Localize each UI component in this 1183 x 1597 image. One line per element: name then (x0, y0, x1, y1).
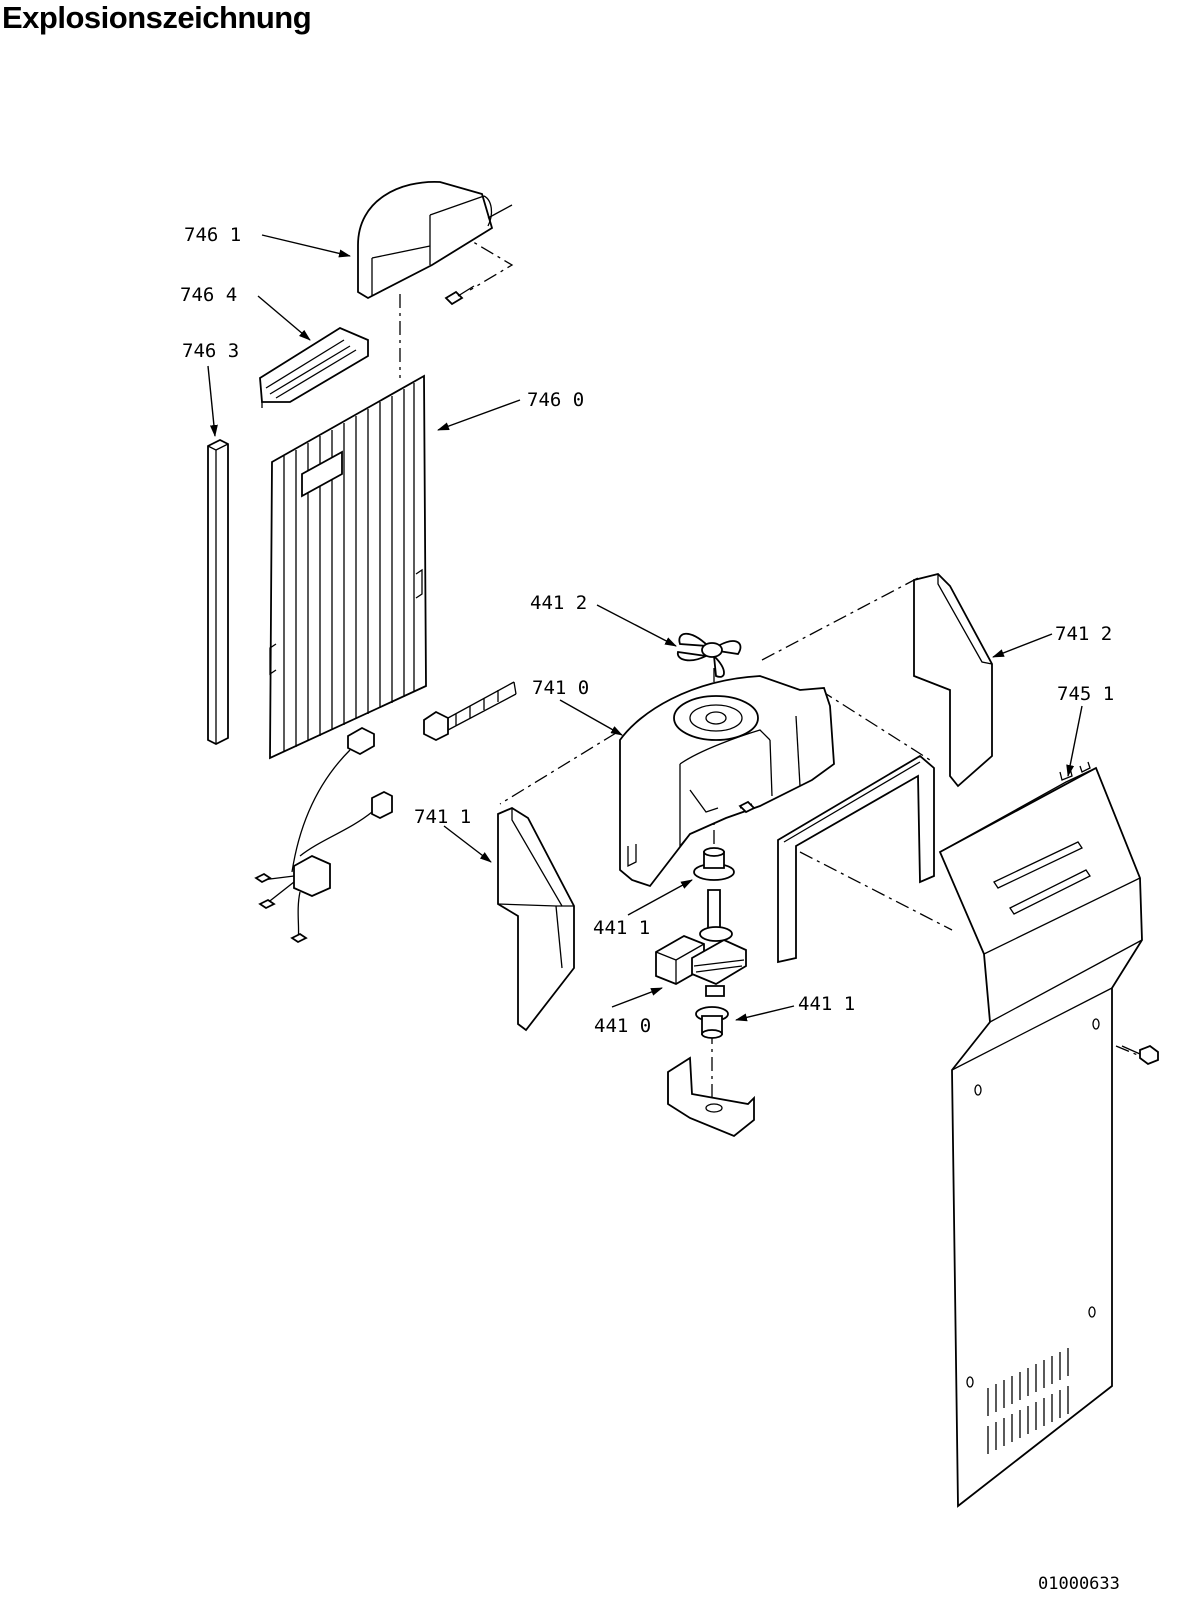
part-745-1-rear-cover (938, 761, 1143, 1508)
callout-741-1: 741 1 (414, 806, 471, 828)
callout-441-1-upper: 441 1 (593, 917, 650, 939)
heater-element (423, 681, 517, 742)
wiring-harness (254, 726, 393, 944)
part-441-2-fan-blade (677, 632, 742, 678)
part-746-4-vent-grille (259, 326, 369, 408)
part-746-1-top-cover (357, 181, 513, 300)
drawing-number: 01000633 (1038, 1574, 1120, 1594)
screw-rear-cover (1121, 1044, 1159, 1066)
callout-441-2: 441 2 (530, 592, 587, 614)
callout-745-1: 745 1 (1057, 683, 1114, 705)
callout-741-2: 741 2 (1055, 623, 1112, 645)
part-441-1-upper-bushing (693, 847, 735, 931)
callout-441-0: 441 0 (594, 1015, 651, 1037)
part-746-3-foam-strip (207, 438, 229, 746)
part-441-0-fan-motor (655, 926, 747, 997)
part-746-0-evaporator-panel (269, 374, 427, 760)
callout-746-4: 746 4 (180, 284, 237, 306)
motor-mount-bracket (667, 1056, 755, 1138)
page-title: Explosionszeichnung (2, 0, 312, 35)
part-741-0-fan-shroud (619, 675, 835, 888)
callout-746-0: 746 0 (527, 389, 584, 411)
part-741-1-left-panel (497, 806, 575, 1032)
callout-441-1-lower: 441 1 (798, 993, 855, 1015)
part-441-1-lower-bushing (695, 1006, 729, 1039)
callout-746-3: 746 3 (182, 340, 239, 362)
rear-u-bracket (777, 754, 935, 964)
callout-746-1: 746 1 (184, 224, 241, 246)
part-741-2-right-panel (913, 573, 993, 788)
leader-lines (207, 234, 1083, 1022)
screw-top (444, 285, 475, 306)
callout-741-0: 741 0 (532, 677, 589, 699)
vent-slots (987, 1348, 1069, 1454)
